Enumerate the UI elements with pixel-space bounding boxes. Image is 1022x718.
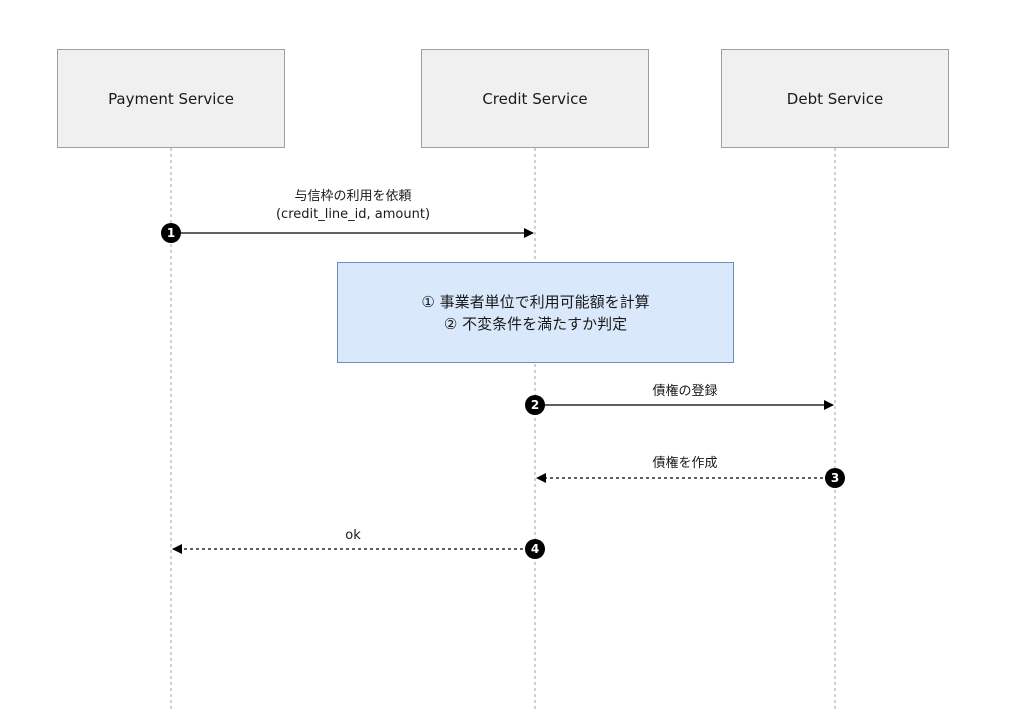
- step-badge-3: 3: [825, 468, 845, 488]
- step-badge-2: 2: [525, 395, 545, 415]
- message-label-2: 債権の登録: [535, 383, 835, 401]
- participant-payment-service: Payment Service: [57, 49, 285, 148]
- message-label-line: 債権を作成: [652, 456, 718, 471]
- note-line-1: ① 事業者単位で利用可能額を計算: [421, 292, 650, 311]
- message-label-1: 与信枠の利用を依頼 (credit_line_id, amount): [171, 188, 535, 224]
- note-box: ① 事業者単位で利用可能額を計算 ② 不変条件を満たすか判定: [337, 262, 734, 363]
- participant-credit-service: Credit Service: [421, 49, 649, 148]
- note-line-2: ② 不変条件を満たすか判定: [443, 314, 628, 333]
- step-badge-4: 4: [525, 539, 545, 559]
- message-label-4: ok: [171, 527, 535, 545]
- participant-label: Debt Service: [786, 89, 884, 108]
- message-label-line: ok: [345, 528, 361, 543]
- participant-label: Payment Service: [108, 89, 234, 108]
- message-label-line: 債権の登録: [652, 384, 718, 399]
- message-label-3: 債権を作成: [535, 455, 835, 473]
- message-label-line: (credit_line_id, amount): [275, 207, 431, 222]
- participant-debt-service: Debt Service: [721, 49, 949, 148]
- participant-label: Credit Service: [482, 89, 588, 108]
- step-badge-1: 1: [161, 223, 181, 243]
- message-label-line: 与信枠の利用を依頼: [294, 189, 412, 204]
